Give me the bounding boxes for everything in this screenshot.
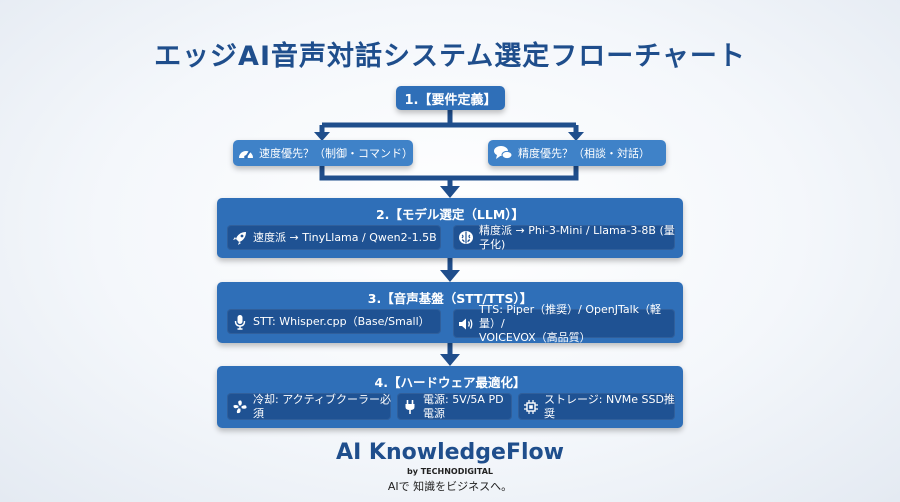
cooling-chip: 冷却: アクティブクーラー必須 [227,393,391,420]
step3-audio-box: 3.【音声基盤（STT/TTS）】 STT: Whisper.cpp（Base/… [217,282,683,344]
storage-text: ストレージ: NVMe SSD推奨 [544,392,675,420]
tts-line1: TTS: Piper（推奨）/ OpenJTalk（軽量）/ [479,302,662,330]
chip-icon [518,399,544,415]
brain-icon [453,230,479,245]
plug-icon [397,399,423,415]
page-title: エッジAI音声対話システム選定フローチャート [154,41,746,72]
rocket-icon [227,230,253,246]
stt-text: STT: Whisper.cpp（Base/Small） [253,314,430,328]
branch-speed-label: 速度優先？（制御・コマンド） [259,147,413,160]
fan-icon [227,399,253,415]
storage-chip: ストレージ: NVMe SSD推奨 [518,393,675,420]
branch-accuracy-label: 精度優先？（相談・対話） [518,147,650,160]
speed-model-text: 速度派 → TinyLlama / Qwen2-1.5B [253,230,437,244]
power-text: 電源: 5V/5A PD電源 [423,392,504,420]
tts-line2: VOICEVOX（高品質） [479,330,591,344]
step1-requirements-box: 1.【要件定義】 [396,86,505,110]
step4-hardware-box: 4.【ハードウェア最適化】 冷却: アクティブクーラー必須 電源: 5V/5A … [217,366,683,428]
step2-label: 2.【モデル選定（LLM）】 [375,207,525,222]
branch-speed-box: 速度優先？（制御・コマンド） [233,140,413,166]
step3-label: 3.【音声基盤（STT/TTS）】 [367,291,533,306]
step4-label: 4.【ハードウェア最適化】 [374,375,526,390]
speed-model-chip: 速度派 → TinyLlama / Qwen2-1.5B [227,225,441,250]
accuracy-model-chip: 精度派 → Phi-3-Mini / Llama-3-8B (量子化) [453,223,675,251]
brand-name: AI KnowledgeFlow [336,440,564,465]
accuracy-model-text: 精度派 → Phi-3-Mini / Llama-3-8B (量子化) [479,223,675,251]
speedometer-icon [233,146,259,160]
step1-label: 1.【要件定義】 [404,92,497,108]
power-chip: 電源: 5V/5A PD電源 [397,393,512,420]
tts-chip: TTS: Piper（推奨）/ OpenJTalk（軽量）/ VOICEVOX（… [453,303,675,344]
brand-tagline: AIで 知識をビジネスへ。 [387,480,513,493]
cooling-text: 冷却: アクティブクーラー必須 [253,392,391,420]
step2-model-box: 2.【モデル選定（LLM）】 速度派 → TinyLlama / Qwen2-1… [217,198,683,258]
branch-accuracy-box: 精度優先？（相談・対話） [488,140,666,166]
stt-chip: STT: Whisper.cpp（Base/Small） [227,309,441,334]
chat-bubbles-icon [488,145,518,161]
speaker-icon [453,317,479,331]
tts-text: TTS: Piper（推奨）/ OpenJTalk（軽量）/ VOICEVOX（… [479,303,675,345]
microphone-icon [227,314,253,330]
brand-byline: by TECHNODIGITAL [407,467,493,476]
